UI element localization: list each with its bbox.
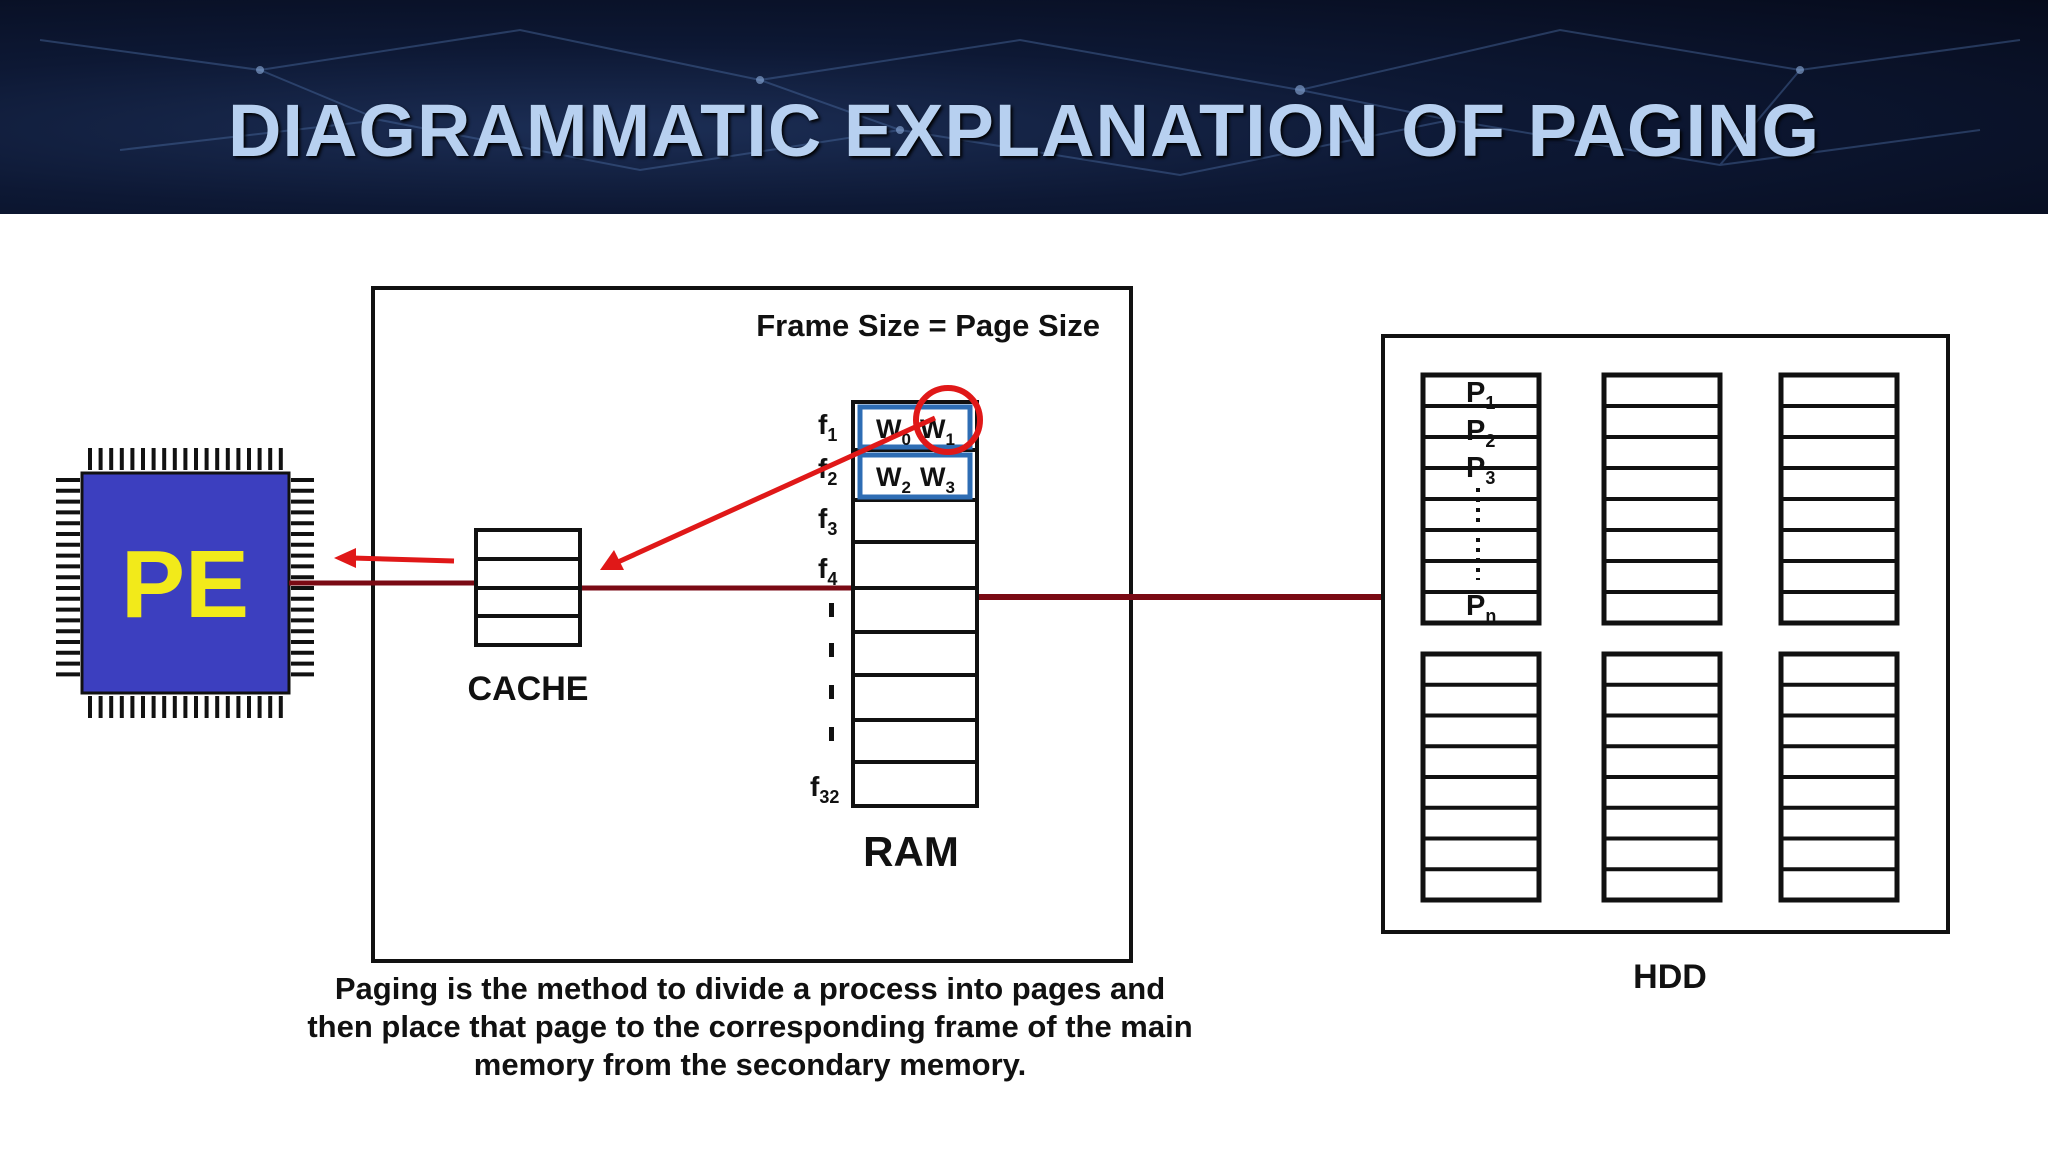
paging-diagram: PE CACHE Frame Size = Page Size W0 W1 W2… xyxy=(56,286,1950,963)
processor-chip: PE xyxy=(56,448,314,718)
hdd-enclosure xyxy=(1381,334,1950,934)
arrow-head-cache xyxy=(600,550,624,570)
ram-block xyxy=(851,400,979,808)
hdd-stack xyxy=(1420,651,1542,903)
word-label: W3 xyxy=(920,462,955,497)
frame-size-note: Frame Size = Page Size xyxy=(756,308,1100,343)
word-label: W2 xyxy=(876,462,911,497)
paging-caption: Paging is the method to divide a process… xyxy=(307,971,1193,1082)
cache-label: CACHE xyxy=(468,670,589,708)
frame-2-highlight xyxy=(857,452,973,500)
hdd-stack xyxy=(1778,651,1900,903)
network-background xyxy=(39,28,2021,177)
arrow-head-left xyxy=(334,548,356,568)
highlight-circle xyxy=(913,385,983,455)
page-label: Pn xyxy=(1466,590,1496,626)
hdd-stack xyxy=(1778,372,1900,626)
word-label: W0 xyxy=(876,414,911,449)
hdd-stack xyxy=(1601,651,1723,903)
transfer-arrows xyxy=(334,385,983,570)
frame-label: f1 xyxy=(818,409,837,445)
hdd-stack xyxy=(1601,372,1723,626)
ram-label: RAM xyxy=(863,828,959,875)
page-title: DIAGRAMMATIC EXPLANATION OF PAGING xyxy=(227,89,1821,172)
main-memory-enclosure xyxy=(371,286,1133,963)
hdd-label: HDD xyxy=(1633,958,1707,996)
frame-label: f32 xyxy=(810,771,839,807)
frame-1-highlight xyxy=(857,404,973,450)
hdd-page-stacks xyxy=(1420,372,1900,903)
frame-label: f3 xyxy=(818,503,837,539)
page-label: P3 xyxy=(1466,452,1495,488)
page-label: P2 xyxy=(1466,415,1495,451)
frame-label: f4 xyxy=(818,553,837,589)
processor-label: PE xyxy=(121,531,249,638)
page-label: P1 xyxy=(1466,377,1495,413)
frame-ellipsis xyxy=(829,603,834,741)
title-banner: DIAGRAMMATIC EXPLANATION OF PAGING xyxy=(0,0,2048,214)
hdd-stack xyxy=(1420,372,1542,626)
cache-block xyxy=(474,528,582,647)
